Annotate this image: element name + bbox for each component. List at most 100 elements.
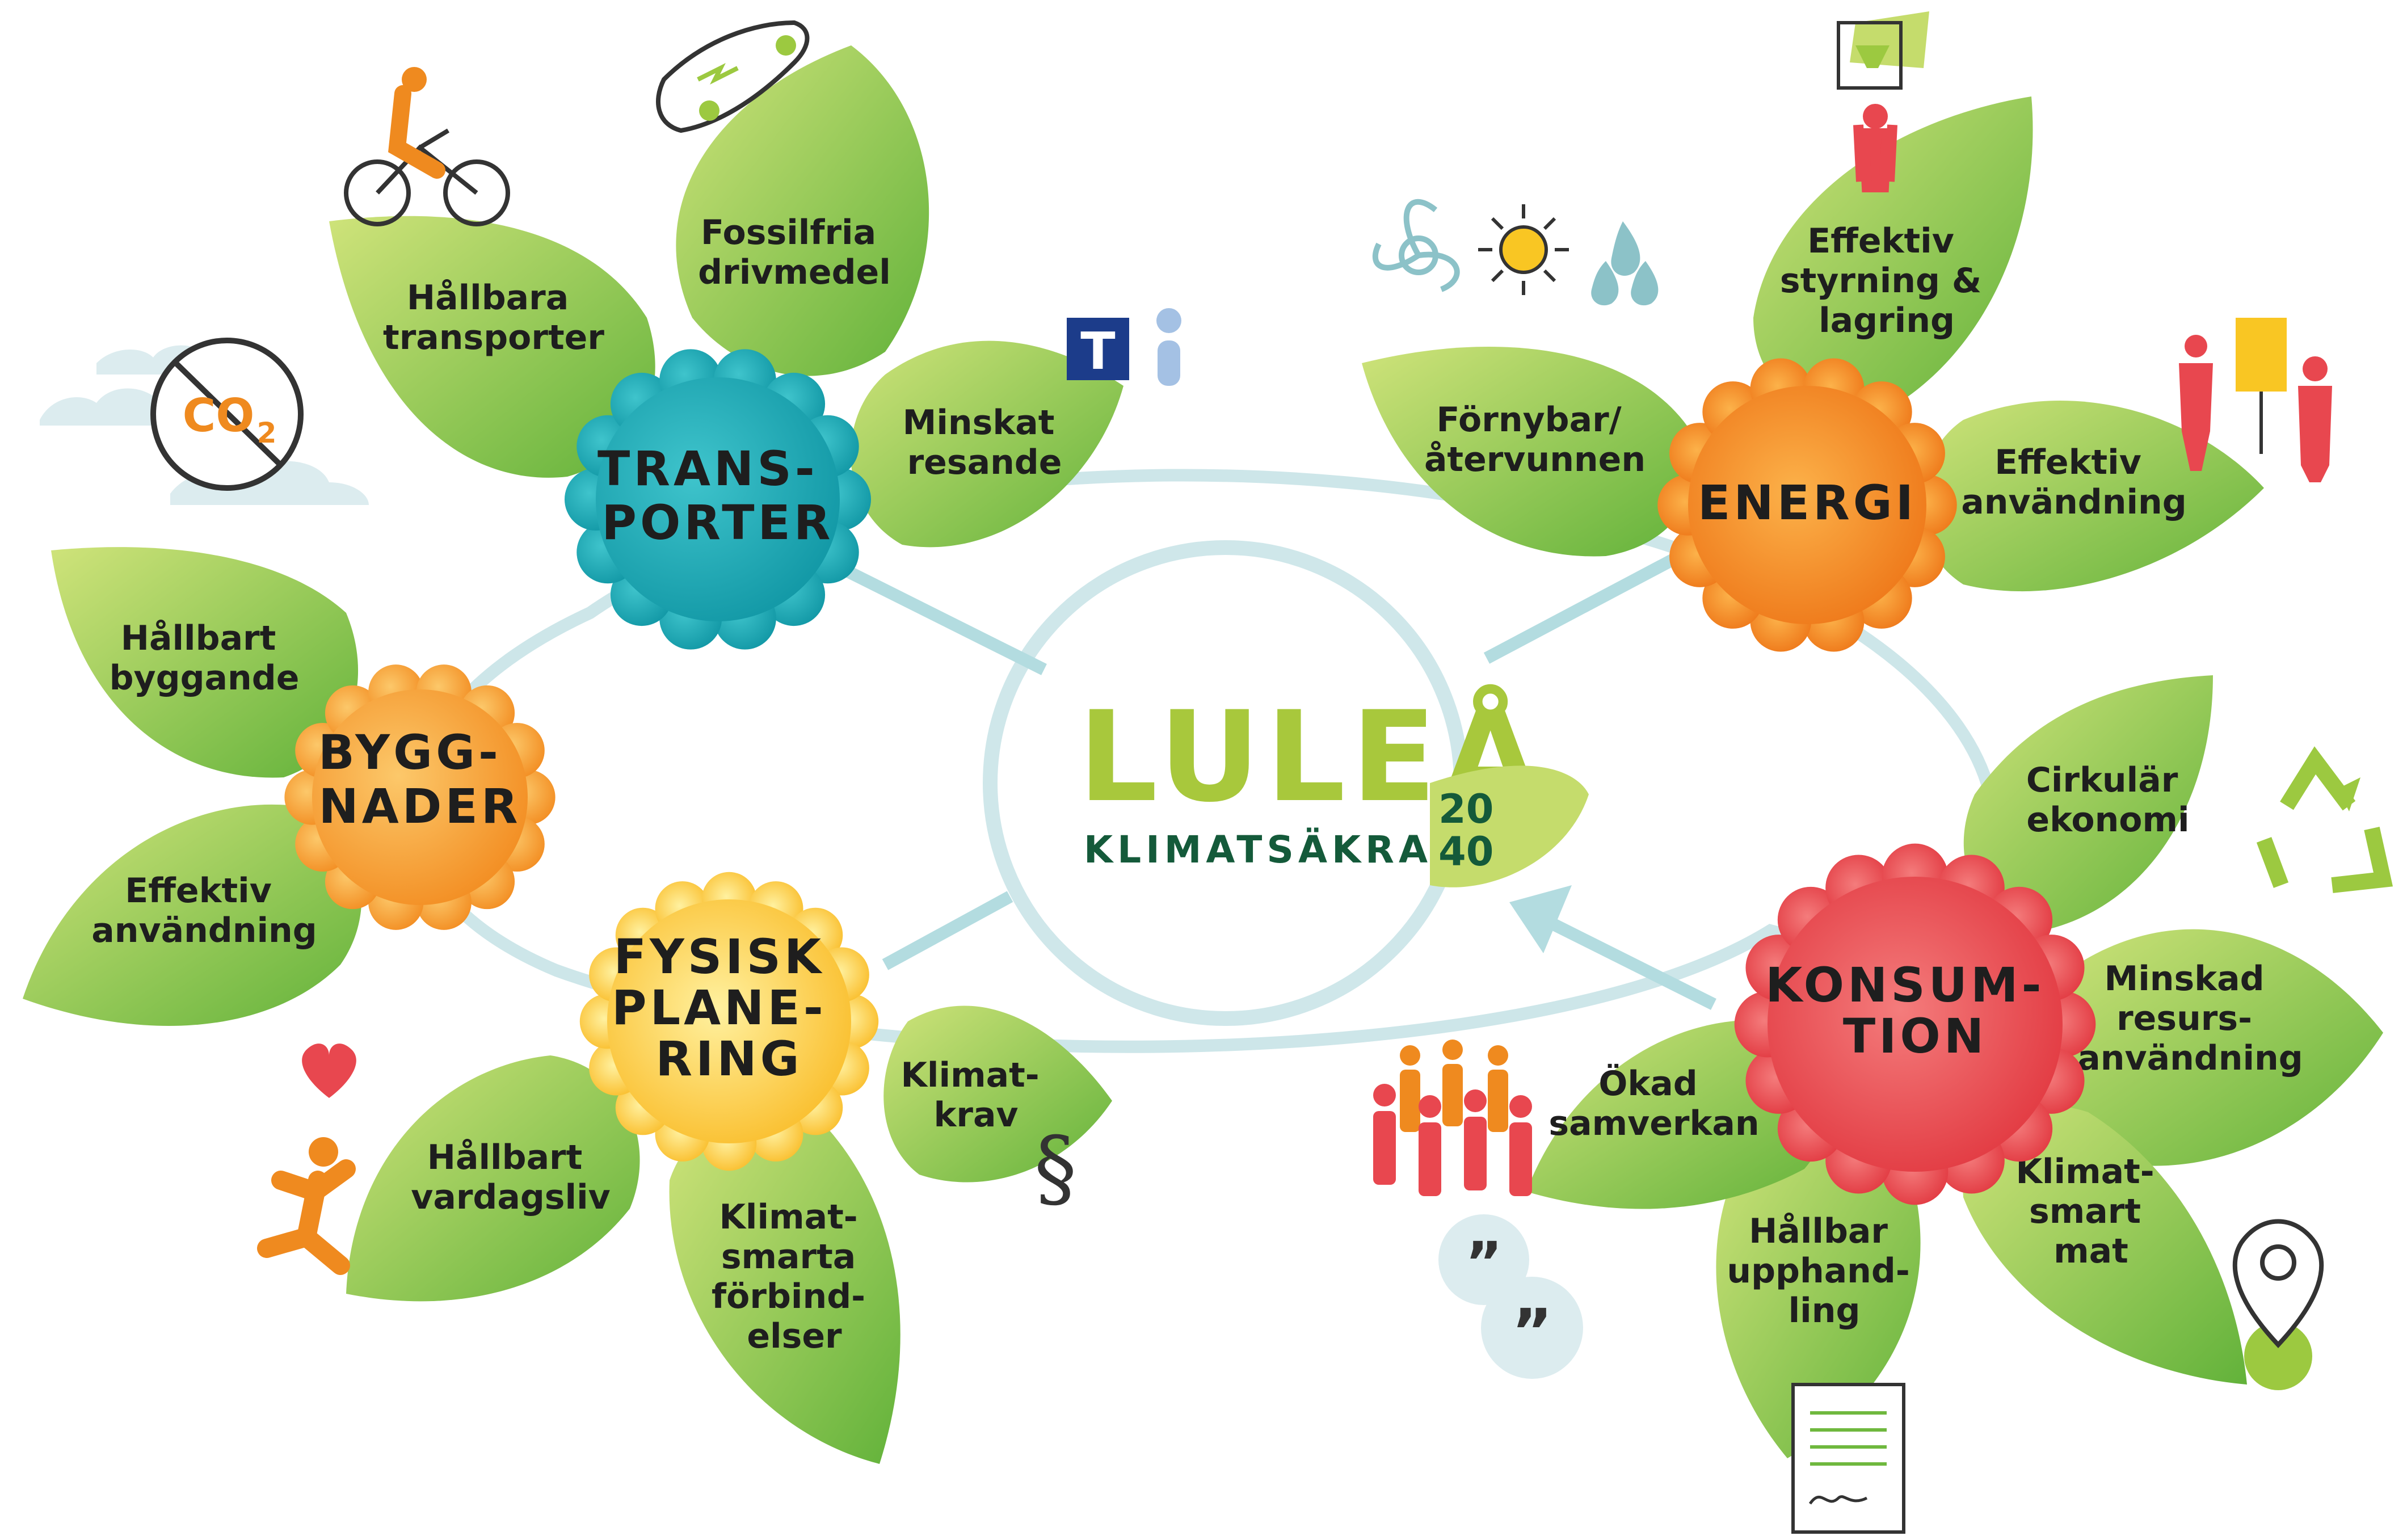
svg-text:ENERGI: ENERGI: [1698, 475, 1917, 531]
leaf-konsumtion-2: Minskad resurs- användning: [2040, 929, 2383, 1166]
co2-label: CO: [183, 389, 255, 442]
recycle-icon: [2256, 746, 2393, 893]
arrow-konsumtion: [1509, 885, 1716, 1010]
leaf-label: Hållbart: [121, 618, 276, 658]
leaf-label: resurs-: [2116, 999, 2252, 1038]
leaf-label: smarta: [721, 1237, 856, 1277]
sun-icon: [1478, 204, 1569, 295]
leaf-label: elser: [747, 1316, 842, 1356]
leaf-label: Hållbar: [1749, 1211, 1888, 1251]
leaf-label: Minskad: [2105, 959, 2265, 999]
leaf-label: ekonomi: [2026, 800, 2189, 840]
leaf-label: ling: [1789, 1291, 1861, 1331]
center-transporter: [564, 349, 872, 650]
leaf-konsumtion-1: Cirkulär ekonomi: [1963, 675, 2213, 931]
co2-subscript: 2: [257, 416, 277, 449]
svg-text:”: ”: [1465, 1230, 1503, 1296]
svg-text:§: §: [1034, 1119, 1077, 1218]
leaf-label: upphand-: [1727, 1251, 1909, 1291]
heart-icon: [302, 1044, 356, 1098]
leaf-byggnader-2: Effektiv användning: [23, 804, 362, 1026]
svg-text:Minskat resande: Minskat resande: [903, 403, 1067, 482]
svg-text:T: T: [1080, 322, 1115, 381]
category-label: TION: [1843, 1008, 1987, 1064]
paragraph-icon: §: [1034, 1119, 1077, 1218]
leaf-energi-2: Effektiv styrning & lagring: [1753, 96, 2033, 415]
document-icon: [1791, 1383, 1905, 1534]
flower-core: [596, 377, 840, 621]
person-holding-sign-icon: [1837, 11, 1929, 192]
flower-konsumtion: Cirkulär ekonomi Minskad resurs- användn…: [1526, 675, 2383, 1458]
leaf-label: samverkan: [1548, 1104, 1759, 1143]
flower-core: [1688, 386, 1926, 624]
category-label: NADER: [318, 779, 521, 834]
svg-text:Hållbar upphand-: Hållbar upphand- ling: [1727, 1211, 1921, 1331]
quote-bubbles-icon: ” ”: [1438, 1214, 1583, 1379]
svg-text:FYSISK PLANE- RING: FYSISK PLANE- RING: [612, 929, 847, 1087]
leaf-label: förbind-: [712, 1277, 865, 1316]
category-label: TRANS-: [597, 441, 818, 496]
leaf-label: användning: [1961, 482, 2186, 522]
category-label: BYGG-: [318, 725, 502, 780]
category-label: KONSUM-: [1765, 957, 2044, 1013]
leaf-transporter-2: Fossilfria drivmedel: [676, 45, 929, 376]
spoke-transporter: [837, 562, 1047, 675]
leaf-fysisk-1: Hållbart vardagsliv: [346, 1055, 640, 1302]
leaf-label: Hållbara: [407, 278, 569, 318]
logo-year-bottom: 40: [1438, 828, 1493, 875]
leaf-label: användning: [91, 911, 317, 950]
svg-text:Hållbara transporter: Hållbara transporter: [383, 278, 604, 357]
category-label: ENERGI: [1698, 475, 1917, 531]
svg-text:Klimat- krav: Klimat- krav: [900, 1055, 1051, 1135]
leaf-label: vardagsliv: [411, 1177, 611, 1217]
people-group-icon: [1373, 1040, 1532, 1196]
leaf-transporter-3: Minskat resande: [851, 340, 1123, 548]
logo-tagline: KLIMATSÄKRAR: [1084, 827, 1466, 872]
center-byggnader: [284, 664, 556, 930]
location-pin-icon: [2232, 1219, 2324, 1390]
presentation-icon: [2179, 318, 2332, 482]
logo-leaf: [1430, 765, 1589, 887]
svg-text:KONSUM- TION: KONSUM- TION: [1765, 957, 2064, 1064]
no-co2-icon: CO 2: [40, 338, 369, 505]
svg-text:Effektiv användning: Effektiv användning: [91, 871, 317, 950]
leaf-label: lagring: [1819, 301, 1955, 340]
leaf-label: användning: [2077, 1038, 2303, 1078]
leaf-label: byggande: [110, 658, 300, 698]
spoke-energi: [1483, 550, 1683, 664]
category-label: PORTER: [601, 495, 834, 550]
flower-core: [312, 689, 528, 905]
cyclist-icon: [344, 67, 510, 226]
svg-text:Effektiv styrning &: Effektiv styrning & lagring: [1780, 221, 1993, 340]
leaf-fysisk-2: Klimat- smarta förbind- elser: [669, 1109, 900, 1464]
svg-text:Fossilfria drivmedel: Fossilfria drivmedel: [698, 213, 891, 292]
logo-year-top: 20: [1438, 786, 1493, 832]
svg-text:BYGG- NADER: BYGG- NADER: [318, 725, 521, 834]
svg-text:Hållbart byggande: Hållbart byggande: [110, 618, 300, 698]
leaf-label: Minskat: [903, 403, 1055, 443]
flower-energi: Förnybar/ återvunnen Effektiv styrning &…: [1362, 96, 2264, 652]
flower-transporter: Hållbara transporter Fossilfria drivmede…: [329, 45, 1123, 650]
leaf-label: Klimat-: [2015, 1152, 2154, 1192]
runner-icon: [257, 1137, 356, 1275]
leaf-label: Klimat-: [719, 1197, 857, 1237]
leaf-label: Förnybar/: [1436, 400, 1621, 440]
svg-text:Minskad resurs-: Minskad resurs- användning: [2077, 959, 2303, 1078]
leaf-label: Effektiv: [1994, 443, 2141, 482]
wind-icon: [1372, 199, 1460, 292]
transit-icon: T: [1067, 308, 1181, 386]
leaf-label: transporter: [383, 318, 604, 357]
svg-text:Klimat- smart: Klimat- smart mat: [2015, 1152, 2166, 1271]
center-fysisk-planering: [579, 872, 879, 1171]
leaf-konsumtion-3: Klimat- smart mat: [1963, 1105, 2247, 1385]
flower-fysisk-planering: Hållbart vardagsliv Klimat- smarta förbi…: [346, 872, 1112, 1464]
lulea-logo: LULEÅ KLIMATSÄKRAR 20 40: [1078, 684, 1589, 887]
leaf-label: styrning &: [1780, 261, 1981, 301]
svg-text:Förnybar/ återvunnen: Förnybar/ återvunnen: [1424, 400, 1646, 479]
leaf-label: Klimat-: [900, 1055, 1039, 1095]
svg-text:Klimat- smarta: Klimat- smarta förbind- elser: [712, 1197, 877, 1356]
flower-core: [1768, 877, 2063, 1172]
leaf-konsumtion-4: Hållbar upphand- ling: [1716, 1119, 1921, 1458]
category-label: PLANE-: [612, 980, 827, 1036]
